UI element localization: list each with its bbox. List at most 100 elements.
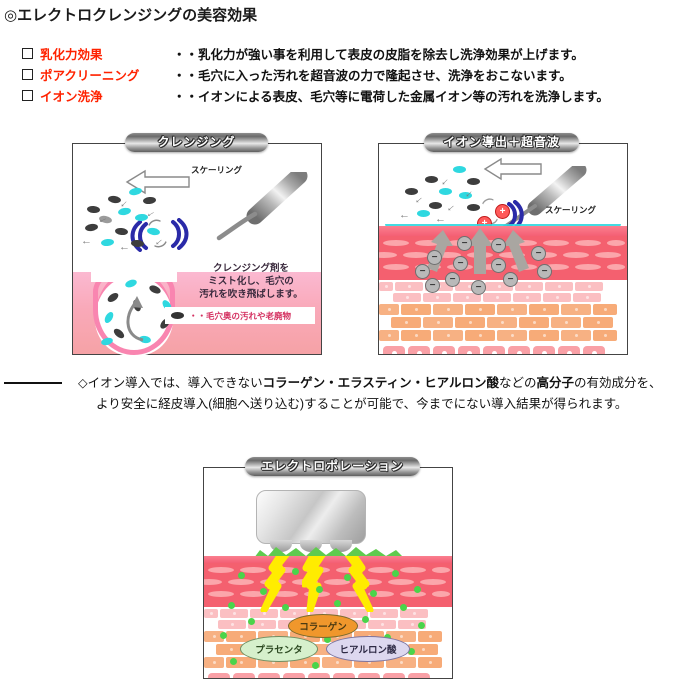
basal-cell-row	[379, 346, 627, 354]
mid-note-line-2: より安全に経皮導入(細胞へ送り込む)することが可能で、今までにない導入結果が得ら…	[96, 397, 628, 411]
particle-icon	[142, 196, 157, 205]
basal-cell-row	[204, 673, 452, 678]
negative-ion-icon: −	[537, 264, 552, 279]
divider-rule	[4, 382, 62, 384]
ingredient-dot	[414, 586, 421, 593]
scaling-label: スケーリング	[191, 165, 243, 175]
ingredient-dot	[334, 600, 341, 607]
note-line: 汚れを吹き飛ばします。	[199, 289, 303, 300]
ingredient-dot	[324, 636, 331, 643]
direction-arrow-icon	[125, 169, 190, 195]
feature-description: ・・毛穴に入った汚れを超音波の力で隆起させ、洗浄をおこないます。	[173, 69, 572, 83]
negative-ion-icon: −	[415, 264, 430, 279]
mid-note-line-1: ◇イオン導入では、導入できないコラーゲン・エラスティン・ヒアルロン酸などの高分子…	[78, 373, 692, 394]
mid-note-seg: の有効成分を、	[574, 376, 662, 390]
ingredient-placenta: プラセンタ	[240, 636, 318, 662]
ingredient-dot	[400, 604, 407, 611]
mid-note-seg: ◇イオン導入では、導入できない	[78, 376, 263, 390]
skin-cross-section: − − − − − − − − − − − −	[379, 224, 627, 354]
epidermis-layer	[379, 226, 627, 236]
negative-ion-icon: −	[503, 272, 518, 287]
ion-extraction-arrow-icon	[467, 228, 493, 274]
negative-ion-icon: −	[491, 258, 506, 273]
gel-surface	[254, 547, 404, 558]
diagram-ion-ultrasonic: スケーリング ⌒ ⌒ + + ← ← ← ← ← ←	[378, 143, 628, 355]
small-arrow-icon: ←	[435, 213, 446, 225]
brick-row	[379, 330, 627, 341]
page-title: ◎エレクトロクレンジングの美容効果	[4, 7, 258, 24]
ultrasonic-wave-icon	[130, 220, 148, 252]
negative-ion-icon: −	[425, 278, 440, 293]
legend-box: ・・毛穴奥の汚れや老廃物	[165, 307, 315, 324]
negative-ion-icon: −	[531, 246, 546, 261]
small-arrow-icon: ←	[399, 209, 410, 221]
panel-title-ion: イオン導出＋超音波	[424, 133, 579, 152]
epidermis-layer	[204, 556, 452, 563]
negative-ion-icon: −	[453, 256, 468, 271]
ingredient-dot	[418, 622, 425, 629]
negative-ion-icon: −	[445, 272, 460, 287]
small-arrow-icon: ←	[410, 190, 427, 208]
list-item: イオン洗浄 ・・イオンによる表皮、毛穴等に電荷した金属イオン等の汚れを洗浄します…	[22, 86, 682, 107]
particle-icon	[429, 202, 442, 209]
small-arrow-icon: ←	[119, 241, 130, 253]
small-arrow-icon: ←	[460, 185, 477, 202]
mid-note-seg: などの	[499, 376, 537, 390]
particle-icon	[86, 205, 101, 214]
ingredient-dot	[230, 658, 237, 665]
list-item: 乳化力効果 ・・乳化力が強い事を利用して表皮の皮脂を除去し洗浄効果が上げます。	[22, 44, 682, 65]
particle-icon	[114, 227, 129, 236]
legend-particle-icon	[171, 312, 184, 319]
ingredient-dot	[248, 618, 255, 625]
checkbox-square-icon	[22, 48, 33, 59]
ingredient-dot	[260, 588, 267, 595]
ingredient-hyaluronic-acid: ヒアルロン酸	[326, 636, 410, 662]
dermis-red-layer	[204, 563, 452, 607]
ingredient-dot	[282, 604, 289, 611]
ion-extraction-arrow-icon	[503, 230, 529, 272]
ingredient-dot	[220, 632, 227, 639]
small-arrow-icon: ←	[81, 235, 92, 247]
feature-description: ・・乳化力が強い事を利用して表皮の皮脂を除去し洗浄効果が上げます。	[173, 48, 584, 62]
particle-icon	[425, 176, 438, 183]
ingredient-dot	[408, 648, 415, 655]
checkbox-square-icon	[22, 90, 33, 101]
positive-ion-icon: +	[495, 204, 510, 219]
particle-icon	[467, 204, 480, 211]
ultrasonic-scaler-icon	[216, 172, 308, 241]
skin-cross-section: コラーゲン プラセンタ ヒアルロン酸	[204, 556, 452, 678]
panel-title-cleansing: クレンジング	[125, 133, 268, 152]
mid-note: ◇イオン導入では、導入できないコラーゲン・エラスティン・ヒアルロン酸などの高分子…	[78, 373, 692, 415]
feature-description: ・・イオンによる表皮、毛穴等に電荷した金属イオン等の汚れを洗浄します。	[173, 90, 609, 104]
negative-ion-icon: −	[471, 280, 486, 295]
ingredient-collagen: コラーゲン	[288, 614, 358, 638]
lightning-bolt-icon	[302, 556, 326, 612]
brick-row	[379, 293, 627, 302]
ingredient-dot	[362, 616, 369, 623]
lightning-bolt-icon	[344, 556, 374, 612]
particle-icon	[467, 178, 480, 185]
ingredient-dot	[228, 602, 235, 609]
diagram-cleansing: スケーリング ⌒ ⌒ ← ← ← ← ←	[72, 143, 322, 356]
ingredient-dot	[316, 586, 323, 593]
pore-opening	[91, 266, 177, 282]
ingredient-dot	[392, 570, 399, 577]
ingredient-dot	[344, 574, 351, 581]
ingredient-dot	[238, 572, 245, 579]
mid-note-emph: 高分子	[536, 376, 575, 390]
feature-label: イオン洗浄	[40, 90, 103, 104]
cleansing-note: クレンジング剤を ミスト化し、毛穴の 汚れを吹き飛ばします。	[185, 262, 317, 301]
ultrasonic-wave-icon	[171, 218, 189, 250]
brick-row	[379, 304, 627, 315]
ultrasonic-scaler-icon	[501, 166, 587, 230]
direction-arrow-icon	[483, 157, 542, 181]
particle-icon	[84, 223, 99, 232]
brick-row	[379, 282, 627, 291]
brick-row	[379, 317, 627, 328]
ingredient-dot	[312, 662, 319, 669]
note-line: クレンジング剤を	[212, 263, 289, 274]
list-item: ポアクリーニング ・・毛穴に入った汚れを超音波の力で隆起させ、洗浄をおこないます…	[22, 65, 682, 86]
legend-label: ・・毛穴奥の汚れや老廃物	[189, 310, 292, 321]
note-line: ミスト化し、毛穴の	[208, 276, 294, 287]
particle-icon	[453, 166, 466, 173]
